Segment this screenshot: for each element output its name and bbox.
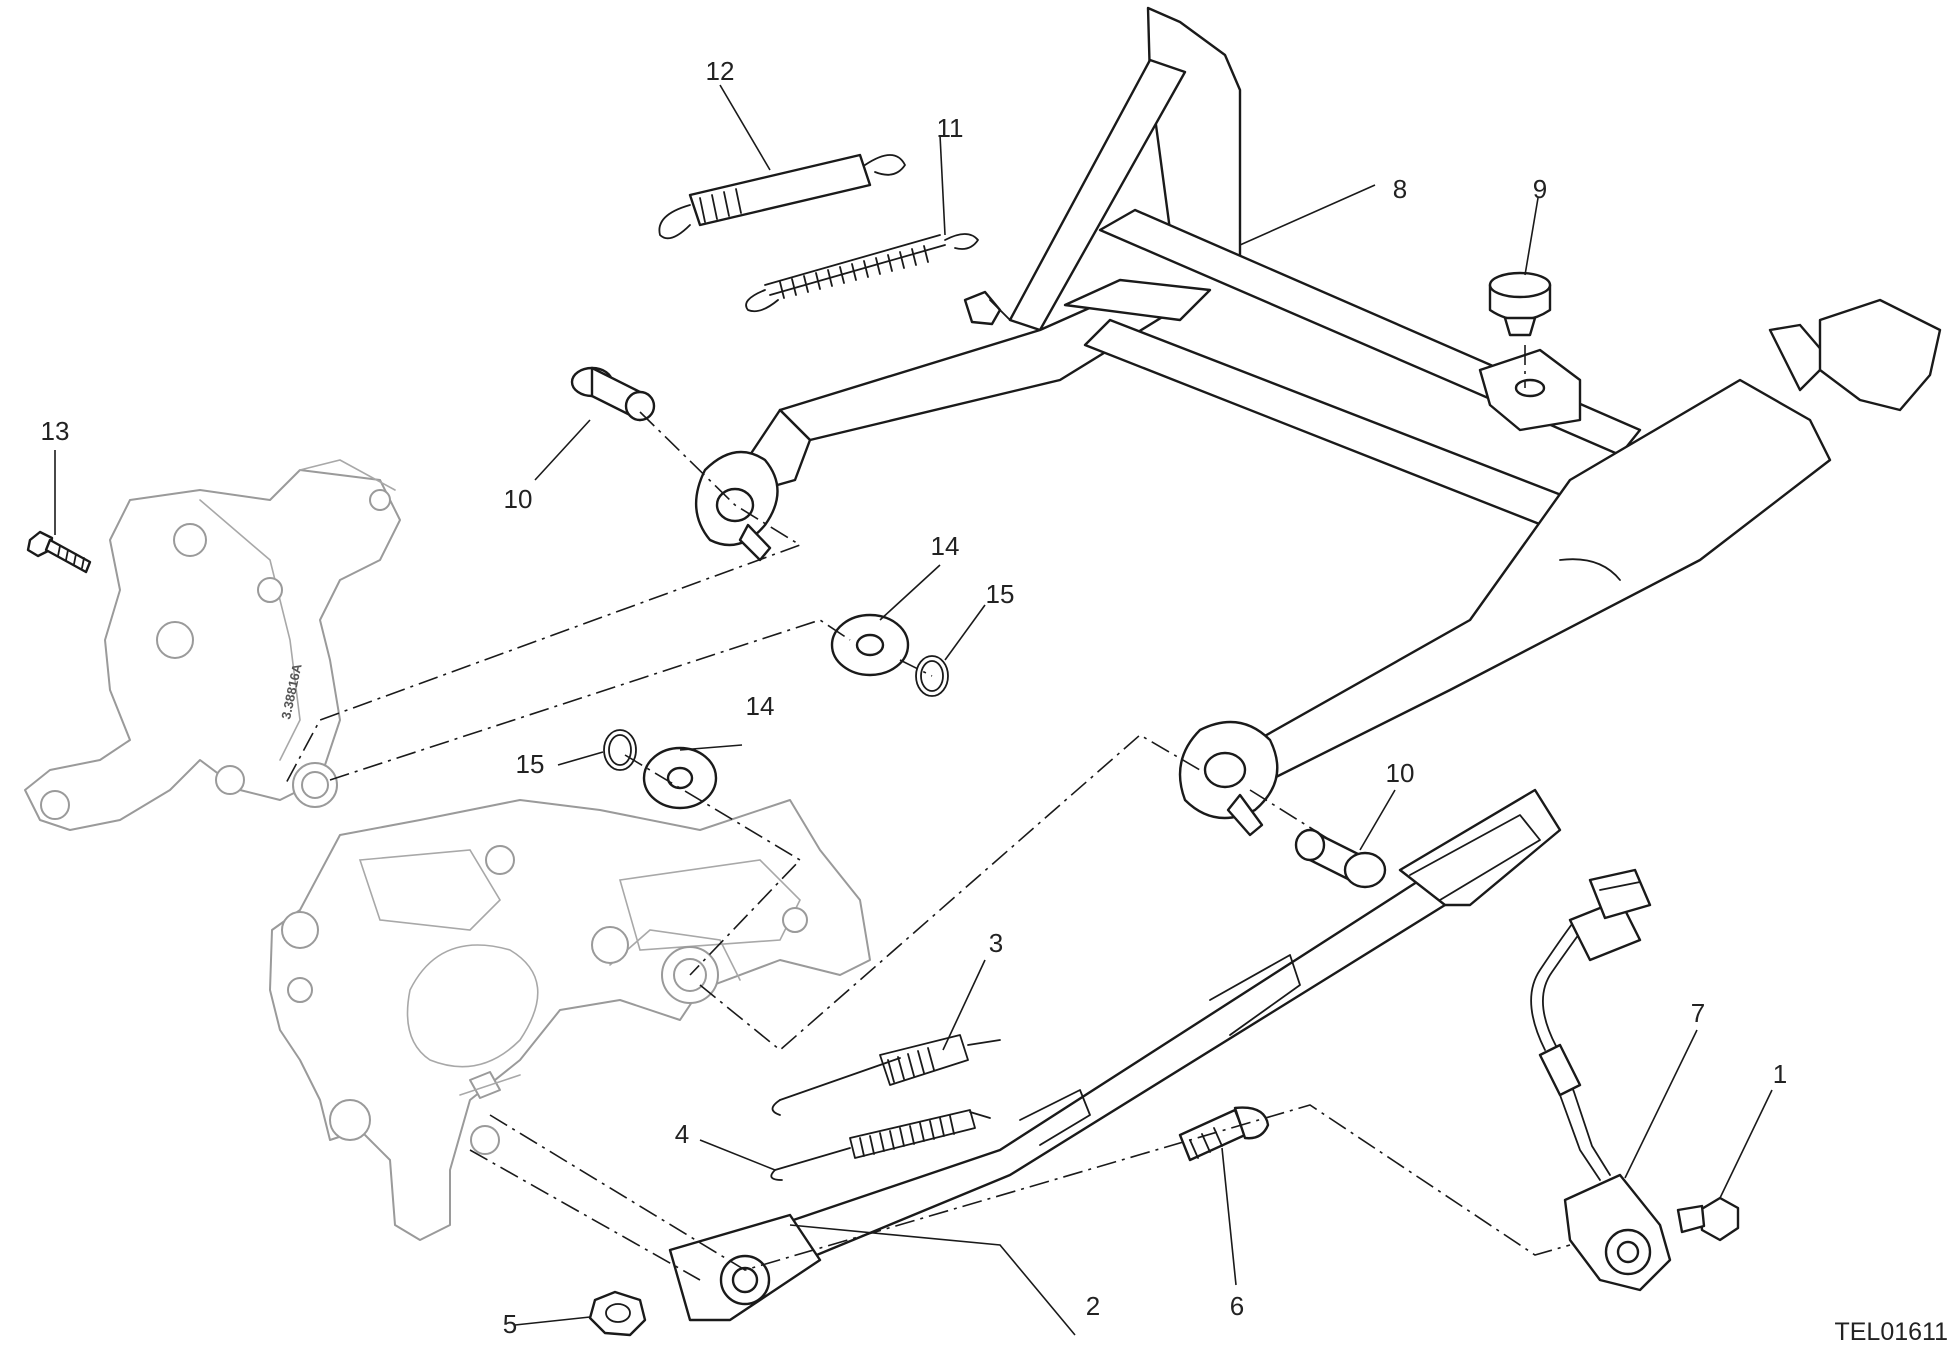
callout-4: 4 (675, 1119, 689, 1149)
part-3-spring (771, 1034, 1001, 1116)
part-6-pivot-bolt (1178, 1106, 1270, 1162)
callout-10-upper: 10 (504, 484, 533, 514)
callout-14-lower: 14 (746, 691, 775, 721)
part-15-circlip-upper (915, 655, 949, 697)
part-10-bushing-upper (570, 366, 656, 422)
callout-2: 2 (1086, 1291, 1100, 1321)
drawing-reference: TEL01611 (1834, 1318, 1948, 1346)
callout-numbers: 1 2 3 4 5 6 7 8 9 10 10 11 12 13 14 14 1… (41, 56, 1788, 1339)
part-4-spring (770, 1109, 991, 1181)
callout-7: 7 (1691, 998, 1705, 1028)
assembly-lines (284, 345, 1571, 1281)
ghost-frame-bracket (269, 799, 871, 1241)
part-2-side-stand (668, 788, 1562, 1322)
callout-13: 13 (41, 416, 70, 446)
callout-9: 9 (1533, 174, 1547, 204)
part-5-nut (588, 1290, 647, 1337)
upper-frame-bracket: 3.38816A (24, 459, 401, 831)
part-12-spring-large (658, 153, 906, 240)
part-9-rubber-buffer (1488, 271, 1552, 337)
part-7-side-stand-sensor (1530, 868, 1672, 1292)
part-10-bushing-lower (1294, 828, 1387, 889)
callout-12: 12 (706, 56, 735, 86)
callout-6: 6 (1230, 1291, 1244, 1321)
callout-10-lower: 10 (1386, 758, 1415, 788)
callout-1: 1 (1773, 1059, 1787, 1089)
callout-15-upper: 15 (986, 579, 1015, 609)
part-14-washer-lower (642, 746, 718, 810)
part-13-screw (26, 530, 92, 574)
part-14-washer-upper (830, 613, 910, 677)
callout-14-upper: 14 (931, 531, 960, 561)
callout-3: 3 (989, 928, 1003, 958)
callout-5: 5 (503, 1309, 517, 1339)
part-15-circlip-lower (603, 729, 637, 771)
callout-8: 8 (1393, 174, 1407, 204)
part-1-bolt (1676, 1196, 1740, 1242)
part-8-center-stand (694, 6, 1942, 837)
part-11-spring-small (745, 233, 979, 313)
callout-11: 11 (937, 113, 964, 143)
callout-15-lower: 15 (516, 749, 545, 779)
leader-lines (54, 84, 1773, 1336)
